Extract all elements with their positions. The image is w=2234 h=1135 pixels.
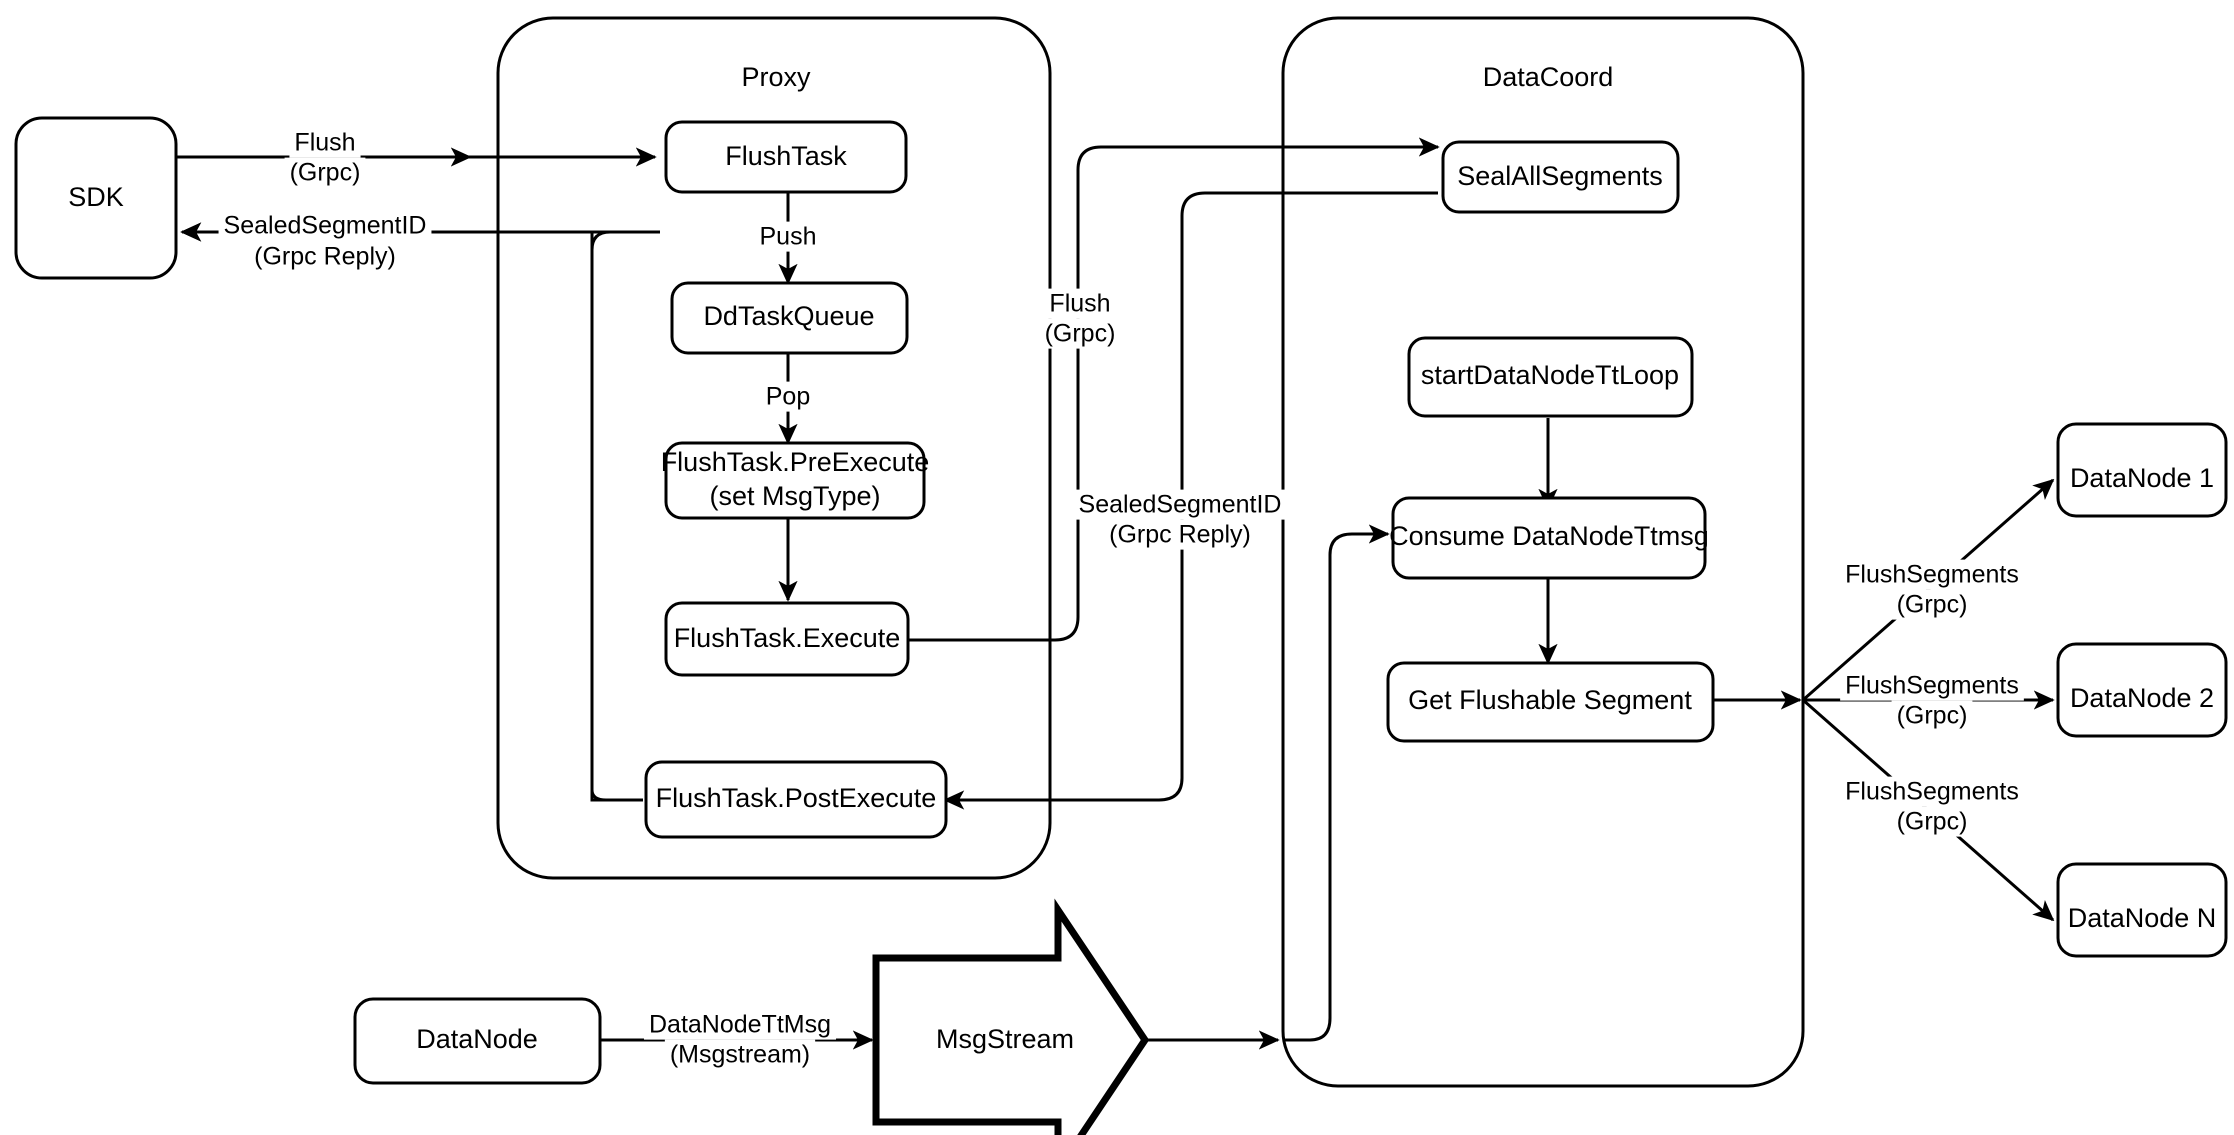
node-execute[interactable]: FlushTask.Execute: [664, 601, 910, 677]
node-datanode-source-box[interactable]: [353, 997, 602, 1085]
node-flushtask-label: FlushTask: [725, 141, 847, 171]
node-preexecute-label-line2: (set MsgType): [709, 481, 880, 511]
node-startdatanodettloop-box[interactable]: [1407, 336, 1694, 418]
node-datanode-n-box[interactable]: [2056, 862, 2228, 958]
label-masks: [218, 127, 2024, 1070]
node-postexecute-label: FlushTask.PostExecute: [656, 783, 937, 813]
node-startdatanodettloop[interactable]: startDataNodeTtLoop: [1407, 336, 1694, 418]
node-datanode-1[interactable]: DataNode 1: [2056, 422, 2228, 518]
node-startdatanodettloop-label: startDataNodeTtLoop: [1421, 360, 1679, 390]
edge-label-sdk-flush-line1: Flush: [294, 129, 355, 157]
edge-label-proxy-reply-line2: (Grpc Reply): [1109, 521, 1251, 549]
edge-label-datanode-ttmsg-line2: (Msgstream): [670, 1041, 810, 1069]
edge-label-sdk-flush-line2: (Grpc): [290, 159, 361, 187]
node-preexecute[interactable]: FlushTask.PreExecute (set MsgType): [661, 441, 930, 520]
node-msgstream[interactable]: MsgStream: [872, 898, 1150, 1135]
node-ddtaskqueue-label: DdTaskQueue: [703, 301, 874, 331]
node-preexecute-box[interactable]: [664, 441, 926, 520]
edge-label-flushsegments-2-line1: FlushSegments: [1845, 672, 2019, 700]
node-datanode-2-box[interactable]: [2056, 642, 2228, 738]
node-execute-box[interactable]: [664, 601, 910, 677]
datacoord-container-outline: [1281, 16, 1805, 1088]
edge-label-datanode-ttmsg-line1: DataNodeTtMsg: [649, 1011, 831, 1039]
container-datacoord: DataCoord: [1281, 16, 1805, 1088]
edge-postexecute-reply-path: [590, 232, 643, 802]
edge-label-sdk-reply-line2: (Grpc Reply): [254, 243, 396, 271]
proxy-container-label: Proxy: [741, 62, 811, 92]
edge-label-push: Push: [760, 223, 817, 251]
node-consumedatanodettmsg[interactable]: Consume DataNodeTtmsg: [1389, 496, 1709, 580]
node-flushtask[interactable]: FlushTask: [664, 120, 908, 194]
edge-label-proxy-flush-line1: Flush: [1049, 290, 1110, 318]
node-datanode-1-label: DataNode 1: [2070, 463, 2214, 493]
datacoord-container-label: DataCoord: [1483, 62, 1614, 92]
node-consumedatanodettmsg-box[interactable]: [1391, 496, 1707, 580]
node-datanode-1-box[interactable]: [2056, 422, 2228, 518]
edge-label-flushsegments-1-line2: (Grpc): [1897, 591, 1968, 619]
edge-label-flushsegments-2-line2: (Grpc): [1897, 702, 1968, 730]
node-sdk-label: SDK: [68, 182, 124, 212]
node-ddtaskqueue[interactable]: DdTaskQueue: [670, 281, 909, 355]
node-msgstream-label: MsgStream: [936, 1024, 1074, 1054]
edge-label-flushsegments-1-line1: FlushSegments: [1845, 561, 2019, 589]
node-datanode-n-label: DataNode N: [2068, 903, 2217, 933]
edge-datacoord-to-consume: [1283, 524, 1390, 1042]
node-preexecute-label-line1: FlushTask.PreExecute: [661, 447, 930, 477]
edge-label-proxy-reply-line1: SealedSegmentID: [1079, 491, 1282, 519]
edge-label-flushsegments-n-line2: (Grpc): [1897, 808, 1968, 836]
node-postexecute-box[interactable]: [644, 760, 948, 839]
node-getflushablesegment-label: Get Flushable Segment: [1408, 685, 1692, 715]
node-datanode-n[interactable]: DataNode N: [2056, 862, 2228, 958]
edge-label-proxy-flush-line2: (Grpc): [1045, 320, 1116, 348]
node-sealallsegments[interactable]: SealAllSegments: [1441, 140, 1680, 214]
container-proxy: Proxy: [496, 16, 1052, 880]
node-getflushablesegment-box[interactable]: [1386, 661, 1715, 743]
node-datanode-2[interactable]: DataNode 2: [2056, 642, 2228, 738]
node-sdk-box[interactable]: [14, 116, 178, 280]
edge-label-flushsegments-n-line1: FlushSegments: [1845, 778, 2019, 806]
node-datanode-2-label: DataNode 2: [2070, 683, 2214, 713]
node-datanode-source[interactable]: DataNode: [353, 997, 602, 1085]
edge-label-pop: Pop: [766, 383, 810, 411]
edge-label-sdk-reply-line1: SealedSegmentID: [224, 212, 427, 240]
node-ddtaskqueue-box[interactable]: [670, 281, 909, 355]
node-consumedatanodettmsg-label: Consume DataNodeTtmsg: [1389, 521, 1709, 551]
node-postexecute[interactable]: FlushTask.PostExecute: [644, 760, 948, 839]
edge-execute-to-sealallsegments: [908, 137, 1440, 642]
node-sealallsegments-label: SealAllSegments: [1457, 161, 1663, 191]
edge-reply-routing: [590, 230, 660, 802]
node-getflushablesegment[interactable]: Get Flushable Segment: [1386, 661, 1715, 743]
node-sealallsegments-box[interactable]: [1441, 140, 1680, 214]
node-msgstream-shape[interactable]: [872, 898, 1150, 1135]
node-datanode-source-label: DataNode: [416, 1024, 538, 1054]
node-flushtask-box[interactable]: [664, 120, 908, 194]
node-execute-label: FlushTask.Execute: [674, 623, 901, 653]
proxy-container-outline: [496, 16, 1052, 880]
node-sdk[interactable]: SDK: [14, 116, 178, 280]
